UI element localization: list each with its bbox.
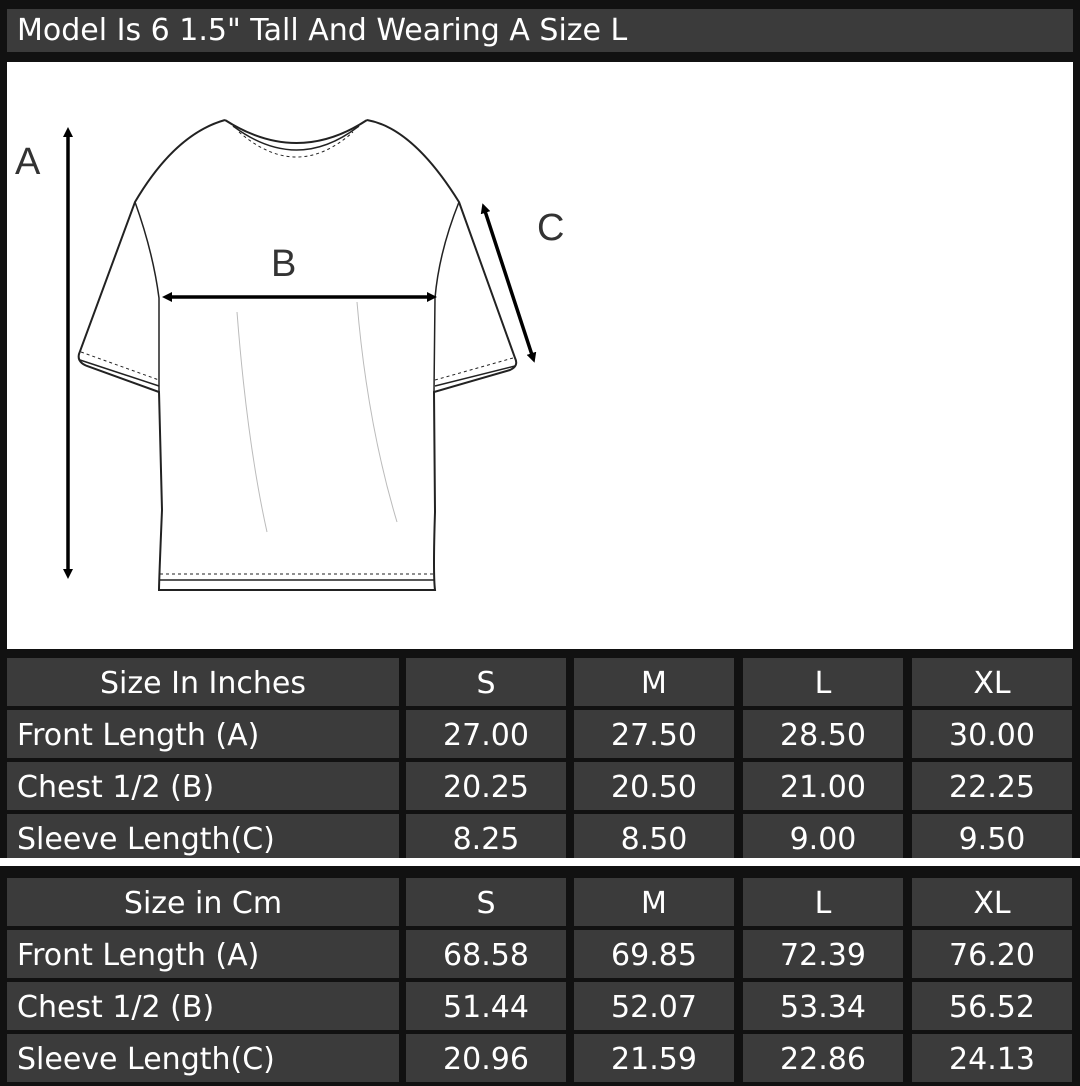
cell-value: 21.00 bbox=[743, 762, 903, 810]
cell-value: 51.44 bbox=[406, 982, 566, 1030]
size-header-xl: XL bbox=[912, 878, 1072, 926]
cell-value: 8.25 bbox=[406, 814, 566, 862]
row-label: Chest 1/2 (B) bbox=[7, 982, 399, 1030]
size-table-inches: Size In Inches S M L XL Front Length (A)… bbox=[7, 658, 1073, 866]
tshirt-outline-drawing: A B C bbox=[15, 119, 564, 591]
cell-value: 8.50 bbox=[574, 814, 734, 862]
table-row: Chest 1/2 (B) 20.25 20.50 21.00 22.25 bbox=[7, 762, 1073, 810]
table-header-row: Size In Inches S M L XL bbox=[7, 658, 1073, 706]
cell-value: 52.07 bbox=[574, 982, 734, 1030]
label-a: A bbox=[15, 141, 41, 183]
table-row: Sleeve Length(C) 8.25 8.50 9.00 9.50 bbox=[7, 814, 1073, 862]
table-row: Sleeve Length(C) 20.96 21.59 22.86 24.13 bbox=[7, 1034, 1073, 1082]
row-label: Sleeve Length(C) bbox=[7, 814, 399, 862]
table-title: Size In Inches bbox=[7, 658, 399, 706]
size-header-m: M bbox=[574, 878, 734, 926]
table-divider bbox=[0, 858, 1080, 866]
page-title: Model Is 6 1.5" Tall And Wearing A Size … bbox=[7, 9, 1073, 52]
label-b: B bbox=[271, 243, 296, 285]
cell-value: 9.00 bbox=[743, 814, 903, 862]
cell-value: 20.96 bbox=[406, 1034, 566, 1082]
row-label: Chest 1/2 (B) bbox=[7, 762, 399, 810]
row-label: Front Length (A) bbox=[7, 930, 399, 978]
size-table-cm: Size in Cm S M L XL Front Length (A) 68.… bbox=[7, 878, 1073, 1086]
size-header-l: L bbox=[743, 658, 903, 706]
row-label: Front Length (A) bbox=[7, 710, 399, 758]
table-row: Chest 1/2 (B) 51.44 52.07 53.34 56.52 bbox=[7, 982, 1073, 1030]
cell-value: 53.34 bbox=[743, 982, 903, 1030]
cell-value: 30.00 bbox=[912, 710, 1072, 758]
cell-value: 27.00 bbox=[406, 710, 566, 758]
cell-value: 68.58 bbox=[406, 930, 566, 978]
tshirt-icon bbox=[77, 119, 518, 591]
cell-value: 76.20 bbox=[912, 930, 1072, 978]
size-header-xl: XL bbox=[912, 658, 1072, 706]
cell-value: 28.50 bbox=[743, 710, 903, 758]
table-row: Front Length (A) 27.00 27.50 28.50 30.00 bbox=[7, 710, 1073, 758]
cell-value: 69.85 bbox=[574, 930, 734, 978]
row-label: Sleeve Length(C) bbox=[7, 1034, 399, 1082]
cell-value: 9.50 bbox=[912, 814, 1072, 862]
cell-value: 22.25 bbox=[912, 762, 1072, 810]
cell-value: 20.50 bbox=[574, 762, 734, 810]
cell-value: 24.13 bbox=[912, 1034, 1072, 1082]
size-header-s: S bbox=[406, 658, 566, 706]
cell-value: 27.50 bbox=[574, 710, 734, 758]
cell-value: 22.86 bbox=[743, 1034, 903, 1082]
tshirt-measurement-diagram: A B C bbox=[7, 62, 1073, 649]
table-title: Size in Cm bbox=[7, 878, 399, 926]
size-header-l: L bbox=[743, 878, 903, 926]
table-row: Front Length (A) 68.58 69.85 72.39 76.20 bbox=[7, 930, 1073, 978]
cell-value: 72.39 bbox=[743, 930, 903, 978]
table-header-row: Size in Cm S M L XL bbox=[7, 878, 1073, 926]
label-c: C bbox=[537, 207, 564, 249]
cell-value: 21.59 bbox=[574, 1034, 734, 1082]
size-header-m: M bbox=[574, 658, 734, 706]
arrow-c-icon bbox=[480, 203, 537, 363]
cell-value: 20.25 bbox=[406, 762, 566, 810]
size-header-s: S bbox=[406, 878, 566, 926]
cell-value: 56.52 bbox=[912, 982, 1072, 1030]
